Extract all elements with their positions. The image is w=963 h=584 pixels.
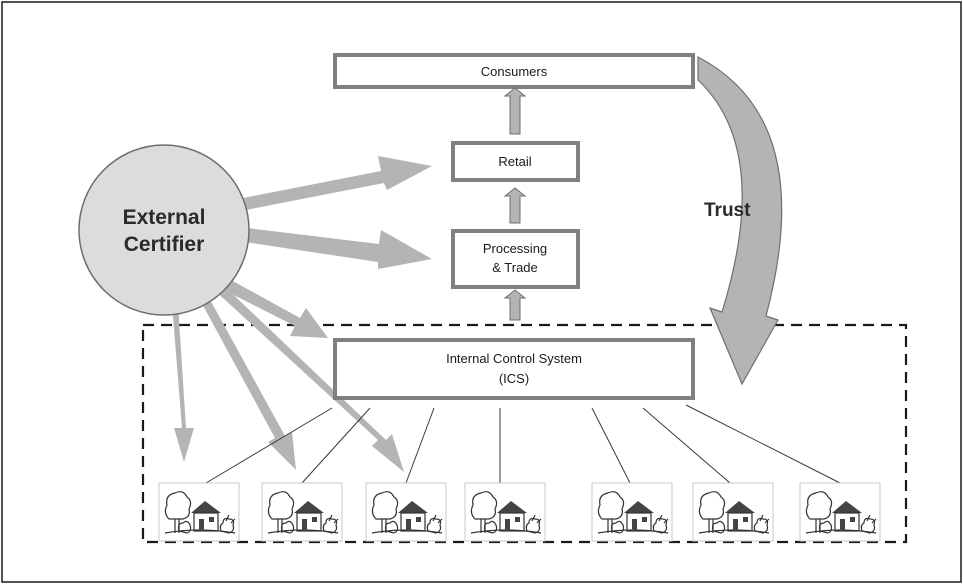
processing-to-retail-arrow (503, 187, 527, 224)
retail-label: Retail (498, 154, 531, 169)
ics-box: Internal Control System (ICS) (333, 338, 695, 400)
certifier-to-farm-1-arrow (172, 304, 194, 462)
certifier-to-processing-arrow (245, 228, 432, 269)
farm-3-icon (365, 482, 447, 542)
consumers-box: Consumers (333, 53, 695, 89)
certifier-label-line2: Certifier (124, 233, 205, 256)
farm-5-icon (591, 482, 673, 542)
farm-1-icon (158, 482, 240, 542)
ics-farm-links (205, 404, 841, 484)
trust-label: Trust (704, 200, 751, 221)
farms-row (158, 482, 881, 542)
certifier-arrows (172, 156, 432, 472)
farm-2-icon (261, 482, 343, 542)
farm-4-icon (464, 482, 546, 542)
farm-6-icon (692, 482, 774, 542)
certifier-to-farm-2-arrow (200, 296, 296, 470)
processing-label-line1: Processing (483, 241, 547, 256)
external-certifier: External Certifier (78, 144, 250, 316)
processing-trade-box: Processing & Trade (451, 229, 580, 289)
trust-arrow (697, 56, 783, 386)
retail-to-consumers-arrow (503, 87, 527, 135)
ics-boundary (141, 323, 908, 544)
certifier-to-retail-arrow (243, 156, 432, 210)
consumers-label: Consumers (481, 64, 548, 79)
farm-7-icon (799, 482, 881, 542)
certifier-to-ics-arrow (224, 280, 328, 338)
ics-label-line1: Internal Control System (446, 351, 582, 366)
certifier-label-line1: External (123, 206, 206, 229)
certifier-to-farm-3-arrow (212, 282, 404, 472)
ics-label-line2: (ICS) (499, 371, 529, 386)
processing-label-line2: & Trade (492, 260, 538, 275)
retail-box: Retail (451, 141, 580, 182)
ics-to-processing-arrow (503, 289, 527, 321)
